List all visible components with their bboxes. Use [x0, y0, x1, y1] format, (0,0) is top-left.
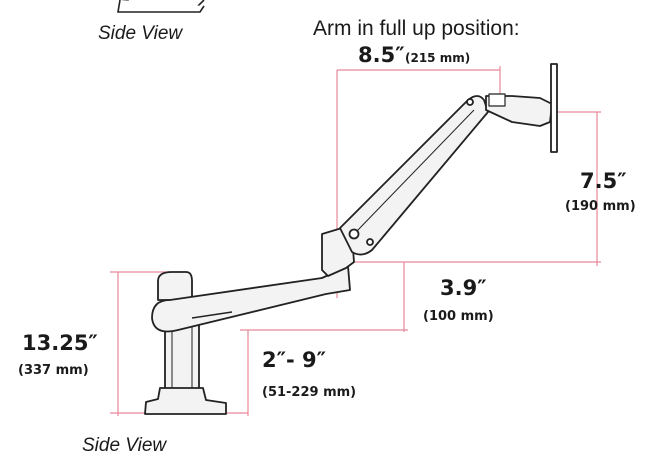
pole-height-value: 13.25″ [22, 331, 98, 355]
dimension-lines [110, 66, 601, 416]
upper-arm [339, 95, 489, 256]
pole-collar [157, 271, 193, 301]
arm-position-caption: Arm in full up position: [313, 17, 520, 40]
reach-dimension-value: 8.5″ [358, 43, 405, 67]
pole-height-metric: (337 mm) [18, 363, 89, 378]
labels: Side View Arm in full up position: 8.5″ … [18, 17, 636, 456]
monitor-height-value: 7.5″ [580, 169, 627, 193]
clamp-base [144, 387, 227, 415]
arm-offset-value: 3.9″ [440, 276, 487, 300]
monitor-arm [144, 63, 558, 415]
clamp-range-metric: (51-229 mm) [262, 385, 356, 400]
lower-arm [151, 265, 351, 333]
top-base-partial [117, 0, 205, 13]
monitor-plate [550, 63, 558, 153]
top-side-view-caption: Side View [98, 23, 183, 44]
reach-dimension-metric: (215 mm) [405, 51, 470, 65]
arm-offset-metric: (100 mm) [423, 309, 494, 324]
monitor-height-metric: (190 mm) [565, 199, 636, 214]
bottom-side-view-caption: Side View [82, 435, 167, 456]
clamp-range-value: 2″- 9″ [262, 348, 326, 372]
